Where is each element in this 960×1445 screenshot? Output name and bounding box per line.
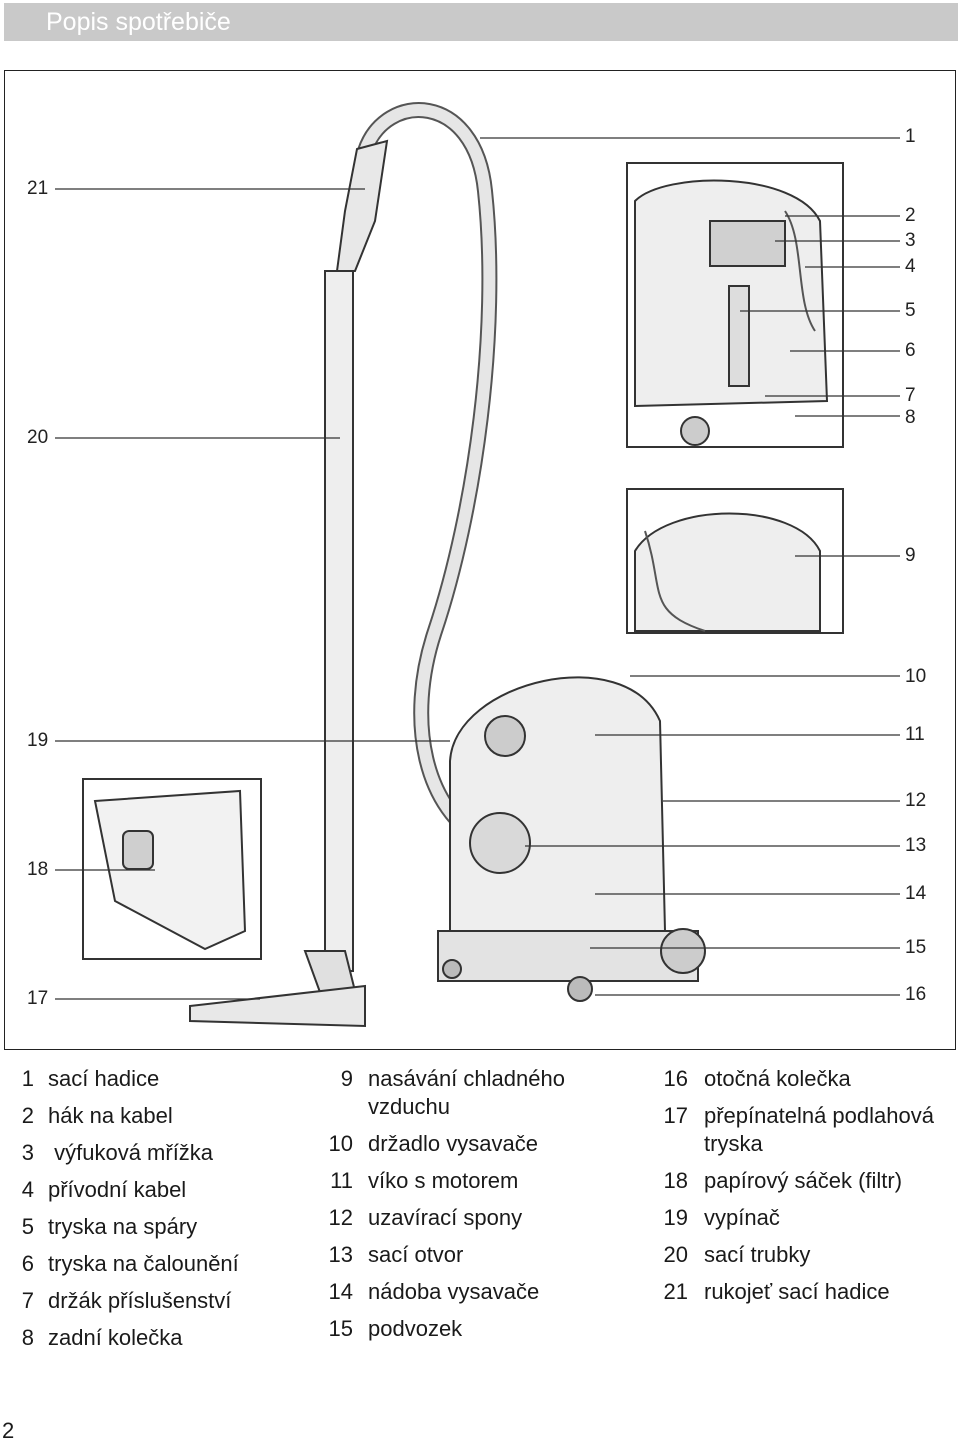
legend-item: 6 tryska na čalounění	[14, 1250, 314, 1278]
legend-number: 19	[663, 1205, 688, 1230]
legend-number: 2	[21, 1103, 34, 1128]
callout-13: 13	[905, 835, 927, 856]
legend-item: 17 přepínatelná podlahová tryska	[655, 1102, 955, 1158]
callout-20: 20	[27, 427, 49, 448]
legend-label: sací hadice	[48, 1066, 160, 1091]
legend-label: nasávání chladného vzduchu	[368, 1066, 565, 1119]
legend-item: 1 sací hadice	[14, 1065, 314, 1093]
legend-label: otočná kolečka	[704, 1066, 851, 1091]
legend-label: přívodní kabel	[48, 1177, 187, 1202]
legend-column-3: 16 otočná kolečka 17 přepínatelná podlahov…	[655, 1065, 955, 1315]
legend-label: nádoba vysavače	[368, 1279, 540, 1304]
legend-item: 21 rukojeť sací hadice	[655, 1278, 955, 1306]
legend-number: 14	[328, 1279, 353, 1304]
legend-label: rukojeť sací hadice	[704, 1279, 890, 1304]
legend-label: tryska na spáry	[48, 1214, 198, 1239]
legend-label: víko s motorem	[368, 1168, 519, 1193]
callout-15: 15	[905, 937, 927, 958]
legend-label: hák na kabel	[48, 1103, 173, 1128]
legend-label: tryska na čalounění	[48, 1251, 239, 1276]
legend-number: 8	[21, 1325, 34, 1350]
callout-18: 18	[27, 859, 49, 880]
legend-number: 16	[663, 1066, 688, 1091]
legend-item: 8 zadní kolečka	[14, 1324, 314, 1352]
legend-label: papírový sáček (filtr)	[704, 1168, 903, 1193]
legend-number: 7	[21, 1288, 34, 1313]
legend-label: držák příslušenství	[48, 1288, 232, 1313]
callout-14: 14	[905, 883, 927, 904]
legend-number: 4	[21, 1177, 34, 1202]
legend-column-1: 1 sací hadice 2 hák na kabel 3 výfuková mř…	[14, 1065, 314, 1361]
legend-label: uzavírací spony	[368, 1205, 523, 1230]
callout-12: 12	[905, 790, 927, 811]
section-title: Popis spotřebiče	[46, 8, 231, 36]
legend-number: 17	[663, 1103, 688, 1128]
legend-number: 13	[328, 1242, 353, 1267]
callout-5: 5	[905, 300, 916, 321]
legend-item: 2 hák na kabel	[14, 1102, 314, 1130]
legend-item: 16 otočná kolečka	[655, 1065, 955, 1093]
legend-item: 13 sací otvor	[320, 1241, 650, 1269]
legend-label: držadlo vysavače	[368, 1131, 538, 1156]
legend-item: 9 nasávání chladného vzduchu	[320, 1065, 650, 1121]
legend-number: 20	[663, 1242, 688, 1267]
callout-11: 11	[905, 724, 925, 745]
callout-7: 7	[905, 385, 916, 406]
legend-label: sací trubky	[704, 1242, 811, 1267]
legend-label: podvozek	[368, 1316, 463, 1341]
legend-item: 12 uzavírací spony	[320, 1204, 650, 1232]
appliance-illustration: 1 2 3 4 5 6 7 8 9 10 11 12 13 14 15 16 1…	[4, 70, 956, 1050]
legend-item: 5 tryska na spáry	[14, 1213, 314, 1241]
legend-number: 18	[663, 1168, 688, 1193]
vacuum-cleaner-drawing	[55, 102, 900, 1028]
legend-item: 19 vypínač	[655, 1204, 955, 1232]
callout-1: 1	[905, 126, 916, 147]
section-header: Popis spotřebiče	[4, 3, 958, 41]
callout-19: 19	[27, 730, 49, 751]
callout-10: 10	[905, 666, 927, 687]
callout-6: 6	[905, 340, 916, 361]
callout-4: 4	[905, 256, 916, 277]
legend-number: 3	[21, 1140, 34, 1165]
legend-number: 21	[663, 1279, 688, 1304]
legend-column-2: 9 nasávání chladného vzduchu 10 držadlo vy…	[320, 1065, 650, 1352]
legend-label: sací otvor	[368, 1242, 464, 1267]
legend-number: 9	[340, 1066, 353, 1091]
legend-item: 10 držadlo vysavače	[320, 1130, 650, 1158]
callout-8: 8	[905, 407, 916, 428]
legend-item: 11 víko s motorem	[320, 1167, 650, 1195]
legend-label: zadní kolečka	[48, 1325, 183, 1350]
legend-number: 6	[21, 1251, 34, 1276]
legend-label: přepínatelná podlahová tryska	[704, 1103, 934, 1156]
legend-item: 7 držák příslušenství	[14, 1287, 314, 1315]
legend-item: 15 podvozek	[320, 1315, 650, 1343]
legend-label: vypínač	[704, 1205, 780, 1230]
callout-16: 16	[905, 984, 927, 1005]
callout-9: 9	[905, 545, 916, 566]
legend-number: 15	[328, 1316, 353, 1341]
callout-2: 2	[905, 205, 916, 226]
legend-item: 18 papírový sáček (filtr)	[655, 1167, 955, 1195]
legend-item: 14 nádoba vysavače	[320, 1278, 650, 1306]
callout-21: 21	[27, 178, 49, 199]
legend-item: 20 sací trubky	[655, 1241, 955, 1269]
legend-number: 1	[21, 1066, 34, 1091]
legend-label: výfuková mřížka	[48, 1140, 214, 1165]
page-number: 2	[2, 1418, 15, 1443]
legend-number: 5	[21, 1214, 34, 1239]
legend-item: 3 výfuková mřížka	[14, 1139, 314, 1167]
legend-number: 10	[328, 1131, 353, 1156]
callout-17: 17	[27, 988, 49, 1009]
legend-item: 4 přívodní kabel	[14, 1176, 314, 1204]
callout-3: 3	[905, 230, 916, 251]
legend-number: 11	[330, 1168, 353, 1193]
legend-number: 12	[328, 1205, 353, 1230]
